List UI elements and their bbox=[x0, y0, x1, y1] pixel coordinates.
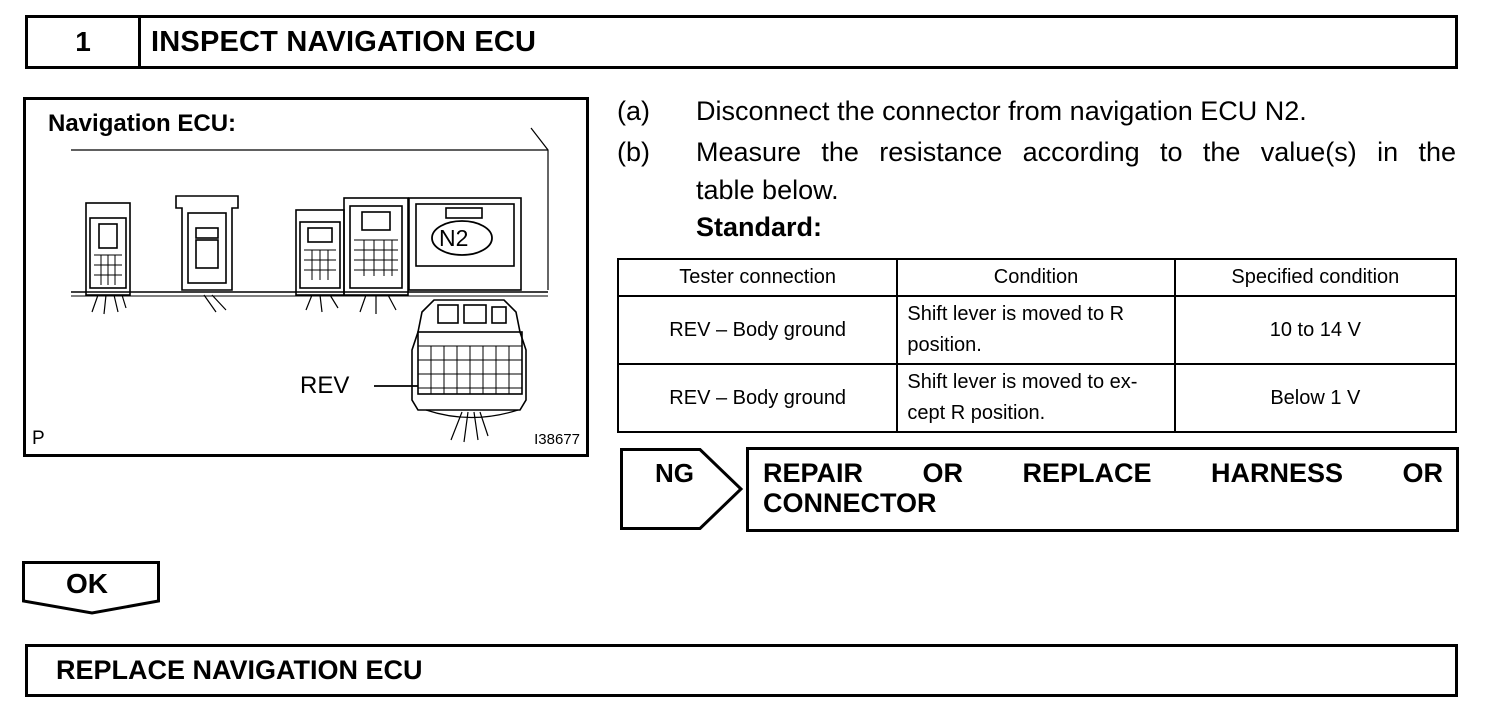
ng-action-text: REPAIR OR REPLACE HARNESS OR CONNECTOR bbox=[763, 458, 1443, 518]
ng-word: REPLACE bbox=[1022, 458, 1152, 488]
header-specified-condition: Specified condition bbox=[1173, 258, 1458, 297]
ecu-illustration: Navigation ECU: N2 REV P I38677 bbox=[23, 97, 589, 457]
table-row: REV – Body ground Shift lever is moved t… bbox=[616, 363, 1458, 433]
ng-action-line2: CONNECTOR bbox=[763, 488, 937, 518]
table-header-row: Tester connection Condition Specified co… bbox=[616, 258, 1458, 297]
cell-condition: Shift lever is moved to R position. bbox=[896, 295, 1176, 365]
ng-action-box: REPAIR OR REPLACE HARNESS OR CONNECTOR bbox=[746, 447, 1459, 532]
table-row: REV – Body ground Shift lever is moved t… bbox=[616, 295, 1458, 365]
ng-arrow-shape bbox=[620, 448, 744, 530]
ecu-drawing bbox=[71, 127, 549, 443]
final-action-box: REPLACE NAVIGATION ECU bbox=[25, 644, 1458, 697]
ok-label: OK bbox=[66, 568, 108, 599]
step-title: INSPECT NAVIGATION ECU bbox=[151, 26, 537, 58]
figure-code: I38677 bbox=[534, 431, 580, 448]
standard-label: Standard: bbox=[696, 212, 823, 242]
header-condition: Condition bbox=[896, 258, 1176, 297]
instruction-label-b: (b) bbox=[617, 137, 650, 167]
cell-connection: REV – Body ground bbox=[616, 295, 899, 365]
instruction-text-b-line2: table below. bbox=[696, 175, 839, 205]
header-tester-connection: Tester connection bbox=[616, 258, 899, 297]
condition-line1: Shift lever is moved to ex- bbox=[907, 371, 1138, 393]
cell-specified: Below 1 V bbox=[1173, 363, 1458, 433]
cell-specified: 10 to 14 V bbox=[1173, 295, 1458, 365]
connector-label: N2 bbox=[439, 225, 469, 251]
corner-mark: P bbox=[32, 428, 45, 449]
ng-word: REPAIR bbox=[763, 458, 864, 488]
ng-label: NG bbox=[655, 458, 694, 488]
spec-table: Tester connection Condition Specified co… bbox=[616, 258, 1458, 433]
cell-condition: Shift lever is moved to ex-cept R positi… bbox=[896, 363, 1176, 433]
pin-label: REV bbox=[300, 372, 350, 399]
instruction-text-a: Disconnect the connector from navigation… bbox=[696, 96, 1307, 126]
instruction-label-a: (a) bbox=[617, 96, 650, 126]
condition-line2: position. bbox=[907, 334, 982, 356]
ok-arrow-shape bbox=[22, 561, 160, 615]
instruction-text-b-line1: Measure the resistance according to the … bbox=[696, 137, 1456, 167]
ng-action-line1: REPAIR OR REPLACE HARNESS OR bbox=[763, 458, 1443, 488]
ng-word: HARNESS bbox=[1210, 458, 1344, 488]
ng-word: OR bbox=[922, 458, 964, 488]
condition-line2: cept R position. bbox=[907, 402, 1046, 424]
illustration-title: Navigation ECU: bbox=[48, 110, 237, 137]
cell-connection: REV – Body ground bbox=[616, 363, 899, 433]
step-number: 1 bbox=[28, 18, 141, 66]
ng-word: OR bbox=[1402, 458, 1444, 488]
condition-line1: Shift lever is moved to R bbox=[907, 303, 1125, 325]
final-action-text: REPLACE NAVIGATION ECU bbox=[56, 655, 423, 685]
step-header: 1 INSPECT NAVIGATION ECU bbox=[25, 15, 1458, 69]
